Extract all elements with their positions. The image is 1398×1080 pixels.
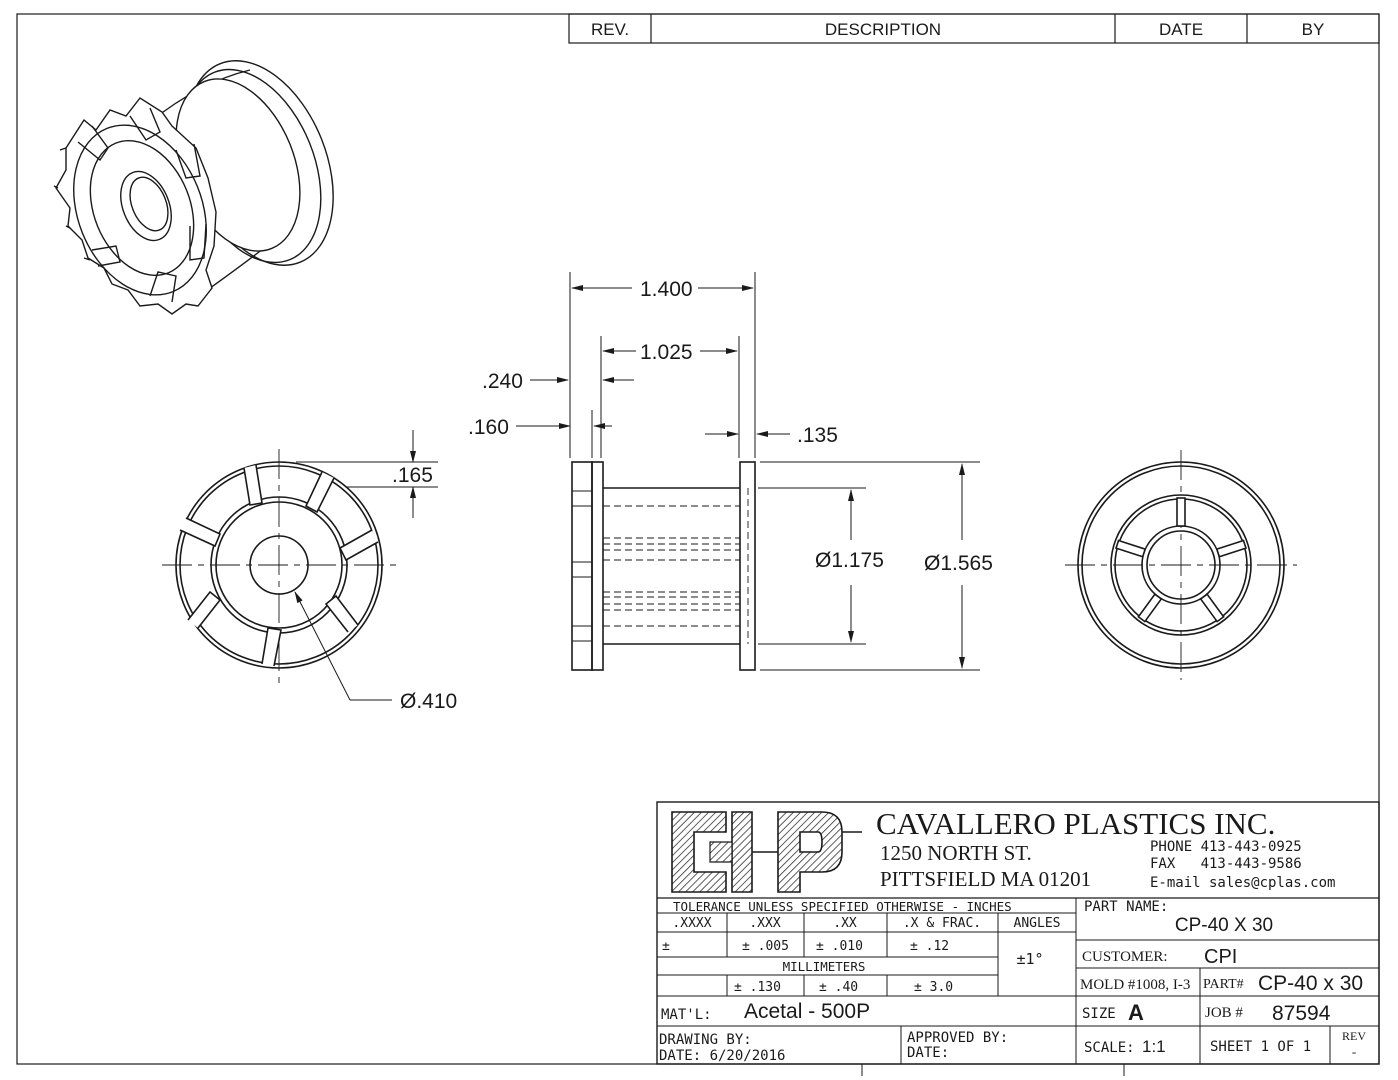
tol-mm-xx: ± .40 <box>819 980 858 995</box>
tolerance-header: TOLERANCE UNLESS SPECIFIED OTHERWISE - I… <box>673 899 1012 914</box>
scale-value: 1:1 <box>1142 1037 1166 1056</box>
description-header: DESCRIPTION <box>825 20 941 39</box>
left-end-view <box>162 449 396 683</box>
company-email: E-mail sales@cplas.com <box>1150 875 1335 891</box>
scale-label: SCALE: <box>1084 1040 1135 1056</box>
rev-value: - <box>1352 1044 1356 1059</box>
approved-by-label: APPROVED BY: <box>907 1030 1008 1046</box>
tol-col-xxxx: .XXXX <box>672 916 711 931</box>
tol-mm-xxx: ± .130 <box>734 980 781 995</box>
offset-160-dimension: .160 <box>468 416 509 439</box>
right-end-view <box>1065 450 1297 680</box>
size-value: A <box>1128 1000 1144 1025</box>
tol-mm-label: MILLIMETERS <box>783 959 866 974</box>
tol-xxxx-value: ± <box>662 939 670 954</box>
flange-diameter-dimension: Ø1.565 <box>924 552 993 575</box>
job-value: 87594 <box>1272 1002 1331 1025</box>
tol-angles-value: ±1° <box>1016 950 1043 968</box>
customer-value: CPI <box>1204 946 1237 968</box>
tol-mm-frac: ± 3.0 <box>914 980 953 995</box>
company-street: 1250 NORTH ST. <box>880 841 1032 865</box>
rev-label: REV <box>1342 1029 1366 1043</box>
company-name: CAVALLERO PLASTICS INC. <box>876 806 1275 841</box>
job-label: JOB # <box>1205 1005 1243 1021</box>
side-view <box>571 461 756 671</box>
bore-diameter-dimension: Ø.410 <box>400 690 457 713</box>
company-phone: PHONE 413-443-0925 <box>1150 839 1302 855</box>
slot-depth-label: .165 <box>392 464 433 487</box>
tol-col-xx: .XX <box>833 916 857 931</box>
mold-label: MOLD #1008, I-3 <box>1080 977 1190 993</box>
part-number-value: CP-40 x 30 <box>1258 972 1363 995</box>
company-fax: FAX 413-443-9586 <box>1150 856 1302 872</box>
by-header: BY <box>1302 20 1325 39</box>
part-number-label: PART# <box>1203 977 1244 992</box>
rev-header: REV. <box>591 20 629 39</box>
part-name-label: PART NAME: <box>1084 899 1168 915</box>
company-city: PITTSFIELD MA 01201 <box>880 867 1091 891</box>
drawing-by-label: DRAWING BY: <box>659 1032 752 1048</box>
tolerance-table <box>657 898 1379 1064</box>
revision-block: REV. DESCRIPTION DATE BY <box>568 13 1380 44</box>
company-logo <box>671 811 862 893</box>
approved-date-label: DATE: <box>907 1045 949 1061</box>
material-value: Acetal - 500P <box>744 1000 870 1023</box>
hub-diameter-dimension: Ø1.175 <box>815 549 884 572</box>
right-flange-dimension: .135 <box>797 424 838 447</box>
slot-depth-dimension <box>296 430 438 518</box>
title-block: CAVALLERO PLASTICS INC. 1250 NORTH ST. P… <box>656 801 1380 1065</box>
material-label: MAT'L: <box>661 1007 712 1023</box>
side-view-dimensions <box>516 272 980 671</box>
tol-col-xxx: .XXX <box>749 916 780 931</box>
tol-frac-value: ± .12 <box>910 939 949 954</box>
tol-col-frac: .X & FRAC. <box>903 916 981 931</box>
sheet-label: SHEET 1 OF 1 <box>1210 1039 1311 1055</box>
date-header: DATE <box>1159 20 1203 39</box>
tol-col-angles: ANGLES <box>1014 916 1061 931</box>
size-label: SIZE <box>1082 1006 1116 1022</box>
customer-label: CUSTOMER: <box>1082 949 1168 965</box>
tol-xx-value: ± .010 <box>816 939 863 954</box>
tol-xxx-value: ± .005 <box>742 939 789 954</box>
drawing-date: DATE: 6/20/2016 <box>659 1048 785 1064</box>
part-name-value: CP-40 X 30 <box>1175 915 1273 936</box>
offset-240-dimension: .240 <box>482 370 523 393</box>
overall-length-dimension: 1.400 <box>640 278 693 301</box>
inner-length-dimension: 1.025 <box>640 341 693 364</box>
isometric-view <box>53 60 334 315</box>
